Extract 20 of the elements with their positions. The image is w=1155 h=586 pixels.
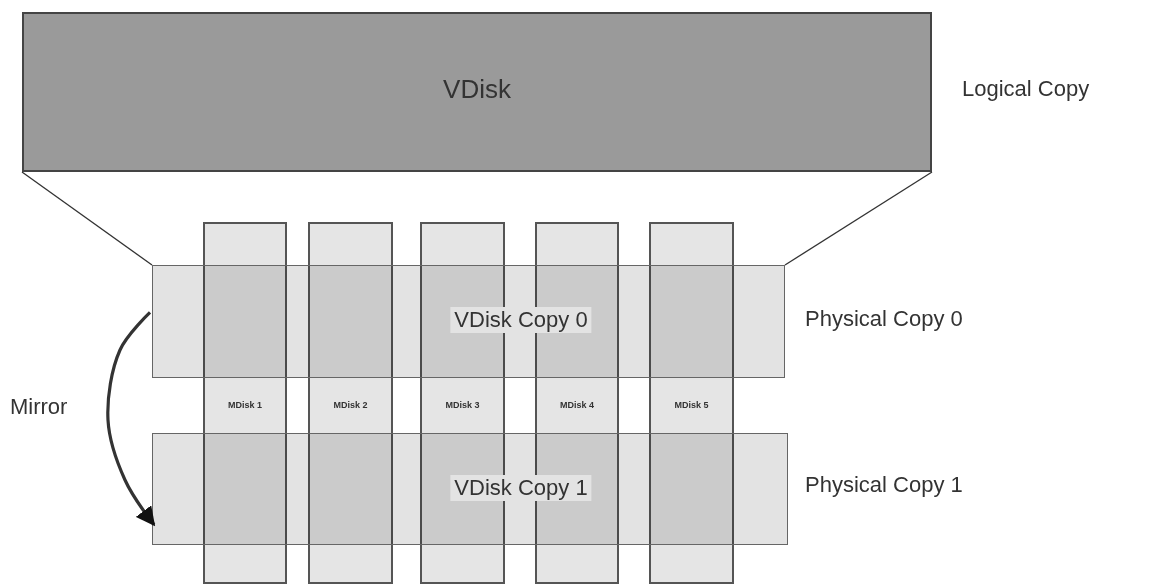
- side-caption: Physical Copy 1: [805, 472, 963, 498]
- connector-line: [21, 171, 153, 266]
- disk-column: [308, 222, 393, 584]
- vdisk-box: [22, 12, 932, 172]
- arrow: [106, 311, 156, 527]
- band-label: VDisk Copy 0: [450, 307, 592, 334]
- copy-band: [152, 265, 785, 378]
- copy-band: [152, 433, 788, 545]
- column-label: MDisk 1: [227, 400, 263, 411]
- side-caption: Logical Copy: [962, 76, 1090, 102]
- box-label: VDisk: [442, 74, 512, 106]
- disk-column: [203, 222, 287, 584]
- column-label: MDisk 4: [559, 400, 595, 411]
- column-label: MDisk 5: [673, 400, 710, 411]
- band-label: VDisk Copy 1: [450, 475, 592, 502]
- disk-column: [649, 222, 734, 584]
- column-label: MDisk 2: [332, 400, 369, 411]
- connector-line: [784, 171, 933, 266]
- side-caption: Physical Copy 0: [805, 306, 963, 332]
- column-label: MDisk 3: [444, 400, 481, 411]
